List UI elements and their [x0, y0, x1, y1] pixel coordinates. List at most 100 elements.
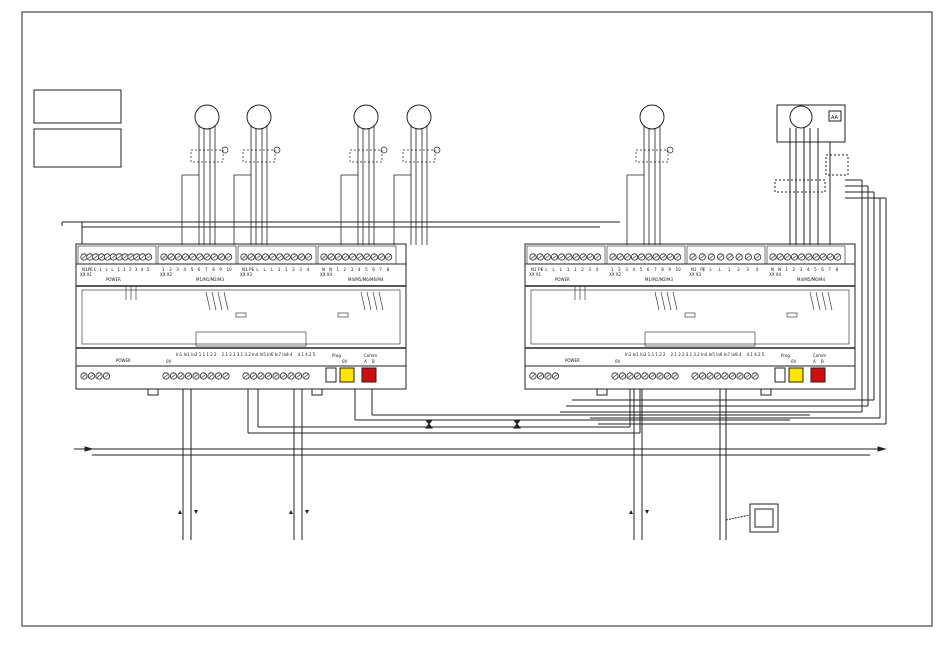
left_controller-term-1-4: 5	[191, 267, 194, 272]
left_controller-term-2-8: 3	[299, 267, 302, 272]
left_controller-term-2-1: PE	[249, 267, 254, 272]
left_controller-bot-a: A	[364, 359, 367, 364]
right_controller-term-0-8: 3	[588, 267, 591, 272]
left_controller-strip-m4: M4/M5/M6/M6/M4	[348, 277, 384, 282]
right_controller-term-0-7: 2	[581, 267, 584, 272]
left_controller-io-9: 3.2	[244, 352, 251, 357]
right_controller-term-3-1: N	[778, 267, 781, 272]
legend-box-1	[33, 89, 122, 124]
motor-1	[246, 104, 272, 130]
left_controller-term-0-1: PE	[88, 267, 93, 272]
left_controller-io-3: 1.1	[199, 352, 206, 357]
left_controller-io-7: 2.2	[229, 352, 236, 357]
right_controller-term-0-5: 1	[567, 267, 570, 272]
right_controller-term-3-0: N	[771, 267, 774, 272]
left_controller-comm-red	[361, 367, 377, 383]
motor-0	[194, 104, 220, 130]
right_controller-slot-label-0: XX X1	[529, 272, 541, 277]
left_controller-term-3-2: 1	[336, 267, 339, 272]
left_controller-term-1-1: 2	[169, 267, 172, 272]
right_controller-slot-0	[526, 245, 606, 265]
left_controller-term-0-0: N1	[82, 267, 88, 272]
left_controller-term-2-6: 1	[285, 267, 288, 272]
right_controller-comm-red	[810, 367, 826, 383]
right_controller-slot-label-3: XX X4	[769, 272, 781, 277]
switch-up-0	[178, 510, 182, 514]
right_controller-io-12: In6	[716, 352, 723, 357]
right_controller-bot-b: B	[821, 359, 824, 364]
left_controller-term-2-4: L	[271, 267, 274, 272]
right_controller-slot-2	[686, 245, 766, 265]
right_controller-io-17: 4.2	[754, 352, 761, 357]
left_controller-io-14: In8	[282, 352, 289, 357]
right_controller-term-2-0: N1	[691, 267, 697, 272]
left_controller-term-1-6: 7	[205, 267, 208, 272]
left_controller-term-3-0: N	[322, 267, 325, 272]
right_controller-term-2-3: L	[719, 267, 722, 272]
left_controller-strip-m1: M1/M1/M2/M3	[196, 277, 224, 282]
left_controller-slot-label-1: XX X2	[160, 272, 172, 277]
legend-box-2	[33, 128, 122, 168]
left_controller-term-3-1: N	[329, 267, 332, 272]
right_controller-io-2: In2	[640, 352, 647, 357]
right_controller-term-1-2: 3	[625, 267, 628, 272]
right_controller-io-9: 3.2	[693, 352, 700, 357]
left_controller-term-3-8: 7	[379, 267, 382, 272]
left_controller-term-1-0: 1	[162, 267, 165, 272]
right_controller-bot-0v-2: 0V	[615, 359, 621, 364]
right_controller-slot-3	[766, 245, 846, 265]
right_controller-term-1-3: 4	[633, 267, 636, 272]
left_controller-term-1-5: 6	[198, 267, 201, 272]
left_controller-term-3-3: 2	[344, 267, 347, 272]
left_controller-term-0-10: 4	[141, 267, 144, 272]
left_controller-term-3-4: 3	[351, 267, 354, 272]
right_controller-io-13: In7	[724, 352, 731, 357]
left_controller-term-2-0: N1	[242, 267, 248, 272]
left_controller-slot-0	[77, 245, 157, 265]
right_controller-term-1-5: 6	[647, 267, 650, 272]
right_controller-term-3-4: 3	[800, 267, 803, 272]
right_controller-term-1-0: 1	[611, 267, 614, 272]
right_controller-slot-1	[606, 245, 686, 265]
left_controller-bot-0v-2: 0V	[166, 359, 172, 364]
right_controller-bot-power: POWER	[565, 358, 580, 363]
left_controller-io-2: In2	[191, 352, 198, 357]
right_controller-term-2-5: 2	[737, 267, 740, 272]
sheet-border	[21, 11, 933, 627]
right_controller-term-2-2: L	[709, 267, 712, 272]
right_controller-strip-m1: M1/M1/M2/M3	[645, 277, 673, 282]
left_controller-body	[75, 243, 407, 390]
left_controller-bot-0v: 0V	[342, 359, 348, 364]
right-side-cables	[560, 179, 887, 425]
left_controller-term-3-6: 5	[365, 267, 368, 272]
left_controller-io-4: 1.2	[206, 352, 213, 357]
right_controller-io-3: 1.1	[648, 352, 655, 357]
right_controller-strip-power: POWER	[555, 277, 570, 282]
right_controller-term-3-7: 6	[821, 267, 824, 272]
left_controller-prog-socket	[325, 367, 337, 383]
right_controller-io-15: 4	[739, 352, 742, 357]
left_controller-term-1-8: 9	[219, 267, 222, 272]
left_controller-slot-2	[237, 245, 317, 265]
left_controller-term-0-5: L	[111, 267, 114, 272]
left_controller-term-2-7: 2	[292, 267, 295, 272]
left_controller-term-0-3: L	[100, 267, 103, 272]
right_controller-body	[524, 243, 856, 390]
right_controller-term-1-1: 2	[618, 267, 621, 272]
right_controller-term-2-7: 4	[756, 267, 759, 272]
right_controller-io-7: 2.2	[678, 352, 685, 357]
left_controller-term-0-4: L	[105, 267, 108, 272]
left_controller-term-3-7: 6	[372, 267, 375, 272]
right_controller-io-10: In4	[701, 352, 708, 357]
right_controller-io-16: 4.1	[747, 352, 754, 357]
switch-up-1	[289, 510, 293, 514]
left_controller-term-2-5: 1	[278, 267, 281, 272]
right_controller-bot-prog: Prog	[781, 353, 790, 358]
right_controller-term-0-2: L	[545, 267, 548, 272]
right_controller-term-1-6: 7	[654, 267, 657, 272]
left_controller-slot-label-0: XX X1	[80, 272, 92, 277]
wall-device	[719, 389, 779, 540]
